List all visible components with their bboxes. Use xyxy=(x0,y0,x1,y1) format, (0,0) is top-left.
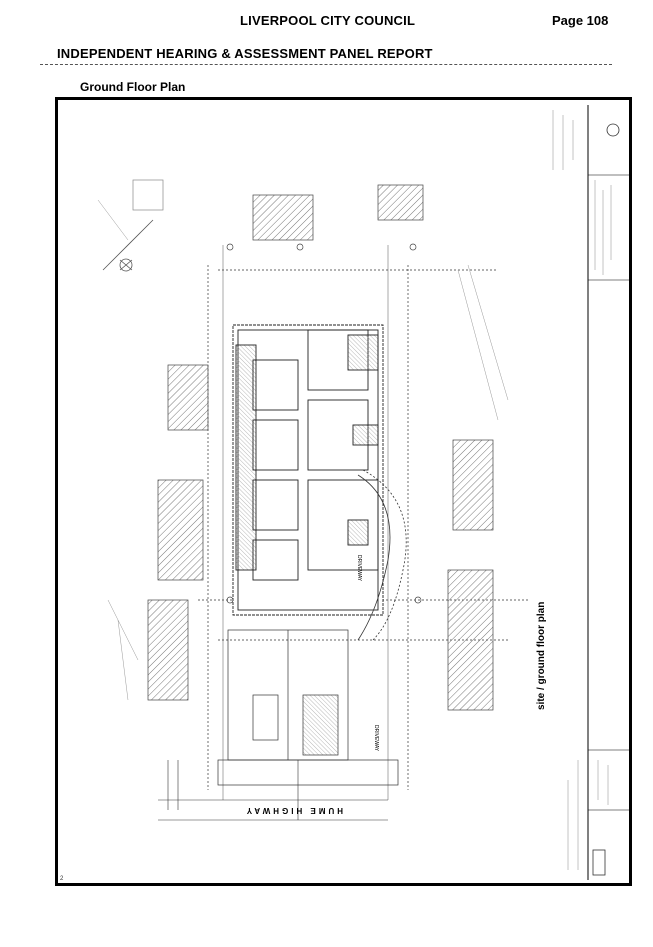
driveway-label-2: DRIVEWAY xyxy=(373,725,379,752)
council-name: LIVERPOOL CITY COUNCIL xyxy=(240,13,416,28)
street-name: HUME HIGHWAY xyxy=(244,806,343,815)
corner-mark: 2 xyxy=(60,876,64,882)
neighbour-buildings xyxy=(132,179,494,711)
floor-plan-drawing: site / ground floor plan xyxy=(97,105,629,880)
figure-caption: Ground Floor Plan xyxy=(80,80,186,94)
header-rule xyxy=(40,64,612,65)
floor-plan-frame: site / ground floor plan xyxy=(55,97,632,886)
drawing-title: site / ground floor plan xyxy=(536,602,547,710)
building-footprint xyxy=(232,324,384,616)
road xyxy=(158,760,388,821)
driveway-curve xyxy=(357,474,391,641)
report-title: INDEPENDENT HEARING & ASSESSMENT PANEL R… xyxy=(57,46,433,61)
parking-area xyxy=(217,629,399,786)
driveway-label-1: DRIVEWAY xyxy=(356,555,362,582)
north-arrow-icon xyxy=(102,219,154,272)
title-block: site / ground floor plan xyxy=(536,105,629,880)
page-number: Page 108 xyxy=(552,13,609,28)
